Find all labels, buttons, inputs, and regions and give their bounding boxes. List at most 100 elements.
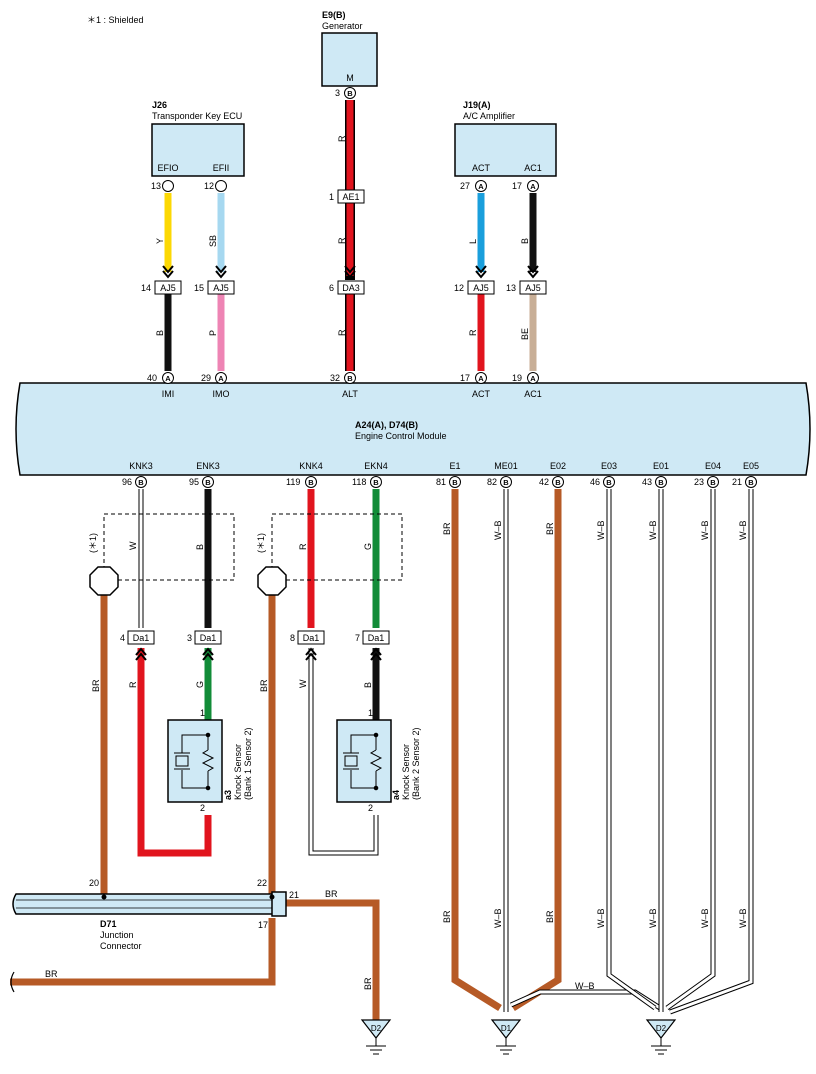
chevron-down-icon	[215, 265, 227, 274]
ac-amp-pin-act: ACT	[472, 163, 491, 173]
ecm-pin-e01: E01	[653, 461, 669, 471]
wires	[10, 100, 754, 1020]
wcl-e01-top: W–B	[648, 520, 658, 540]
chevron-down-icon	[527, 265, 539, 274]
ecm-pin-e1: E1	[449, 461, 460, 471]
tag-aj5-12-box	[467, 280, 495, 295]
pin-circle-ekn4	[370, 476, 382, 488]
wcl-s2-w: W	[298, 679, 308, 688]
wcl-e02-top: BR	[545, 522, 555, 535]
pin-num-alt: 32	[330, 373, 340, 383]
wcl-imo: P	[208, 330, 218, 336]
ground-label-d2a: D2	[371, 1024, 382, 1033]
pin-letter: B	[658, 478, 664, 487]
pin-num-da1-7: 7	[355, 633, 360, 643]
pin-letter: A	[165, 374, 171, 383]
pin-num-e04: 23	[694, 477, 704, 487]
knock1-pin-1: 1	[200, 708, 205, 718]
tag-aj5-12: AJ5	[473, 283, 489, 293]
tag-aj5-13-box	[519, 280, 547, 295]
pin-num-act-top: 27	[460, 181, 470, 191]
knock1-sub: (Bank 1 Sensor 2)	[243, 727, 253, 800]
wire-e03-wb	[606, 489, 657, 1011]
wcl-act-ecm: R	[468, 329, 478, 336]
tag-aj5-14-box	[154, 280, 182, 295]
wire-e04-wb	[665, 489, 716, 1011]
pin-letter: A	[218, 374, 224, 383]
pin-circle-alt	[344, 372, 356, 384]
pin-num-da1-3: 3	[187, 633, 192, 643]
pin-letter: B	[555, 478, 561, 487]
shield-octagon-1	[89, 566, 119, 596]
wcl-s1-g: G	[195, 681, 205, 688]
chevron-down-icon	[162, 265, 174, 274]
shielded-note: ＊1 : Shielded	[87, 15, 144, 25]
tag-aj5-15-box	[207, 280, 235, 295]
pin-circle-act-ecm	[475, 372, 487, 384]
pin-circle-efio	[162, 180, 174, 192]
shield-label-1: (＊1)	[88, 533, 98, 553]
pin-num-knk3: 96	[122, 477, 132, 487]
pin-letter: A	[530, 374, 536, 383]
chevron-down-icon	[527, 270, 539, 279]
pin-num-aj5-13: 13	[506, 283, 516, 293]
chevron-up-icon	[305, 647, 317, 656]
chevron-up-icon	[370, 647, 382, 656]
ac-amp-name: A/C Amplifier	[463, 111, 515, 121]
wcl-alt-3: R	[337, 329, 347, 336]
tag-aj5-13: AJ5	[525, 283, 541, 293]
wcl-jc21-down: BR	[363, 977, 373, 990]
shield-box-2	[271, 513, 403, 581]
tag-da1-7-box	[362, 630, 390, 645]
wcl-e05-bot: W–B	[738, 908, 748, 928]
pin-num-me01: 82	[487, 477, 497, 487]
pin-num-imo: 29	[201, 373, 211, 383]
ecm-name: Engine Control Module	[355, 431, 447, 441]
pin-letter: A	[478, 374, 484, 383]
transponder-box	[151, 123, 245, 177]
wcl-e04-top: W–B	[700, 520, 710, 540]
tag-ae1: AE1	[342, 192, 359, 202]
pin-num-efio: 13	[151, 181, 161, 191]
pin-num-da1-8: 8	[290, 633, 295, 643]
knock2-pin-2: 2	[368, 803, 373, 813]
wcl-e05-top: W–B	[738, 520, 748, 540]
pin-num-ac1-top: 17	[512, 181, 522, 191]
ecm-pin-imo: IMO	[213, 389, 230, 399]
wire-jc17-br	[10, 918, 276, 986]
wcl-ac1-ecm: BE	[520, 328, 530, 340]
wire-e04-wb-fill	[666, 489, 715, 1010]
ecm-pin-alt: ALT	[342, 389, 358, 399]
pin-num-aj5-12: 12	[454, 283, 464, 293]
pin-letter: B	[373, 478, 379, 487]
knock2-name: Knock Sensor	[401, 744, 411, 800]
pin-letter: B	[308, 478, 314, 487]
pin-letter: B	[710, 478, 716, 487]
pin-num-act-ecm: 17	[460, 373, 470, 383]
pin-num-ae1: 1	[329, 192, 334, 202]
junction-name-1: Junction	[100, 930, 134, 940]
pin-num-efii: 12	[204, 181, 214, 191]
pin-letter: B	[452, 478, 458, 487]
junction-node-20	[101, 894, 107, 900]
generator-box	[321, 32, 378, 87]
tag-da3-box	[337, 280, 365, 295]
ground-d2-left: D2	[360, 1019, 392, 1055]
jc-pin-17: 17	[258, 920, 268, 930]
pin-num-aj5-14: 14	[141, 283, 151, 293]
transponder-pin-efio: EFIO	[157, 163, 178, 173]
wcl-ekn4: G	[363, 543, 373, 550]
wire-jc21-br	[286, 899, 380, 1020]
wcl-e01-bot: W–B	[648, 908, 658, 928]
wcl-knk4: R	[298, 543, 308, 550]
pin-num-ac1-ecm: 19	[512, 373, 522, 383]
pin-num-e05: 21	[732, 477, 742, 487]
knock2-sub: (Bank 2 Sensor 2)	[411, 727, 421, 800]
chevron-up-icon	[135, 647, 147, 656]
wcl-shield2: BR	[259, 679, 269, 692]
transponder-code: J26	[152, 100, 167, 110]
ground-label-d2b: D2	[656, 1024, 667, 1033]
pin-circle-imi	[162, 372, 174, 384]
generator-name: Generator	[322, 21, 363, 31]
tag-da1-8-box	[297, 630, 325, 645]
